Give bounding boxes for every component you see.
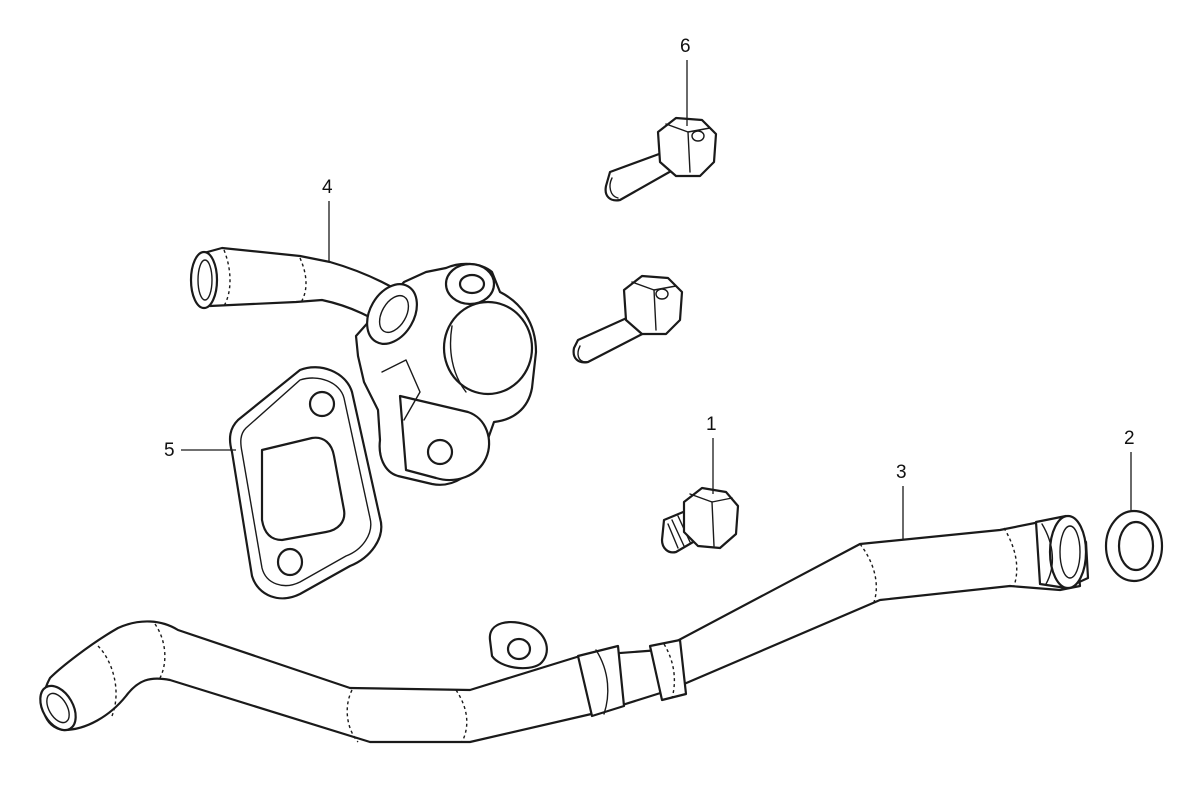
callout-1: 1 bbox=[706, 414, 717, 494]
callout-3: 3 bbox=[896, 462, 907, 540]
flange-bolt-lower bbox=[572, 274, 684, 364]
flange-gasket bbox=[228, 366, 383, 600]
callout-label-3: 3 bbox=[896, 462, 907, 483]
o-ring bbox=[1104, 509, 1164, 583]
callout-label-4: 4 bbox=[322, 177, 333, 198]
callout-5: 5 bbox=[164, 440, 236, 461]
callout-label-1: 1 bbox=[706, 414, 717, 435]
hex-bolt bbox=[660, 486, 740, 554]
callout-6: 6 bbox=[680, 36, 691, 126]
callout-label-6: 6 bbox=[680, 36, 691, 57]
pipe-end-left bbox=[39, 623, 166, 732]
pipe-mounting-tab bbox=[488, 621, 548, 670]
callout-label-5: 5 bbox=[164, 440, 175, 461]
pipe-coupling bbox=[576, 638, 688, 718]
callout-4: 4 bbox=[322, 177, 333, 262]
flange-bolt-upper bbox=[604, 116, 718, 202]
callout-label-2: 2 bbox=[1124, 428, 1135, 449]
coolant-pipe bbox=[39, 514, 1090, 744]
pipe-end-right bbox=[1034, 514, 1090, 590]
callout-2: 2 bbox=[1124, 428, 1135, 510]
water-outlet-elbow bbox=[189, 246, 538, 486]
